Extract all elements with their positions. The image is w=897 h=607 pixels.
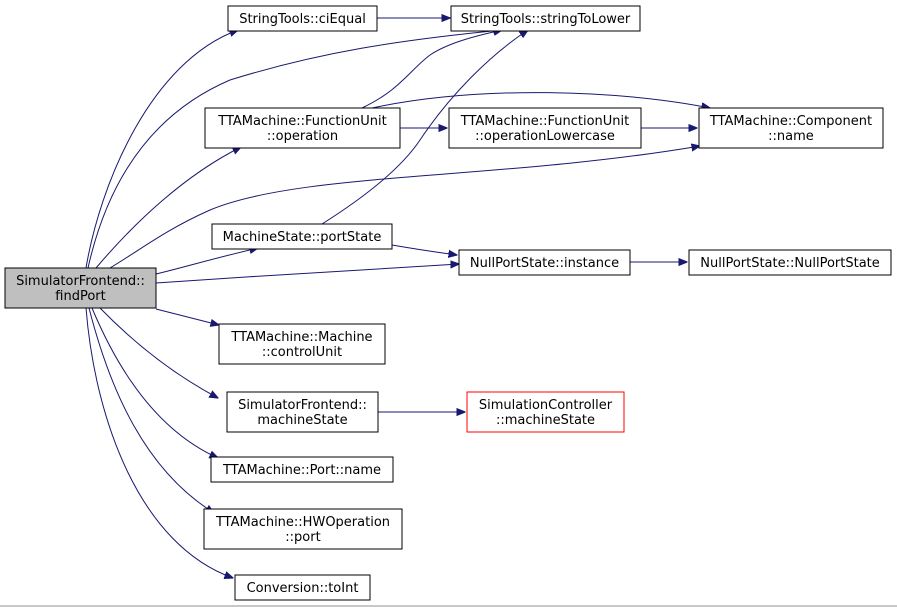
node-label: TTAMachine::Port::name <box>222 463 381 478</box>
edge-findPort-to-componentName <box>109 146 700 269</box>
node-box <box>227 5 378 32</box>
node-controlUnit[interactable]: TTAMachine::Machine::controlUnit <box>218 323 386 365</box>
edge-findPort-to-controlUnit <box>155 308 219 325</box>
node-label: TTAMachine::Machine <box>230 330 372 345</box>
node-label: TTAMachine::FunctionUnit <box>217 114 386 129</box>
edge-findPort-to-sfMachineState <box>99 307 218 398</box>
node-fuOpLower[interactable]: TTAMachine::FunctionUnit::operationLower… <box>448 107 642 149</box>
node-label: ::operationLowercase <box>475 129 615 144</box>
node-portState[interactable]: MachineState::portState <box>211 223 393 250</box>
edge-findPort-to-fuOperation <box>95 147 241 269</box>
node-stringToLower[interactable]: StringTools::stringToLower <box>450 5 641 32</box>
node-label: ::machineState <box>496 413 595 428</box>
node-sfMachineState[interactable]: SimulatorFrontend::machineState <box>226 391 379 433</box>
node-findPort[interactable]: SimulatorFrontend::findPort <box>4 267 157 309</box>
node-label: ::controlUnit <box>262 345 342 360</box>
edge-portState-to-stringToLower <box>321 30 528 225</box>
edge-findPort-to-npsInstance <box>155 264 459 284</box>
edge-findPort-to-ciEqual <box>85 30 238 269</box>
node-label: ::operation <box>267 129 338 144</box>
node-ciEqual[interactable]: StringTools::ciEqual <box>227 5 378 32</box>
node-label: findPort <box>55 289 105 304</box>
edge-findPort-to-hwPort <box>88 307 214 513</box>
node-box <box>211 223 393 250</box>
node-label: SimulatorFrontend:: <box>16 274 145 289</box>
node-componentName[interactable]: TTAMachine::Component::name <box>698 107 884 149</box>
edge-layer <box>85 18 710 578</box>
node-box <box>688 249 892 276</box>
node-label: NullPortState::instance <box>470 256 619 271</box>
node-box <box>450 5 641 32</box>
node-label: TTAMachine::Component <box>709 114 872 129</box>
node-box <box>4 267 157 309</box>
node-label: machineState <box>257 413 347 428</box>
node-label: MachineState::portState <box>223 230 382 245</box>
node-label: SimulatorFrontend:: <box>238 398 367 413</box>
node-hwPort[interactable]: TTAMachine::HWOperation::port <box>203 508 403 550</box>
edge-findPort-to-portName <box>91 307 218 458</box>
node-label: TTAMachine::FunctionUnit <box>460 114 629 129</box>
node-fuOperation[interactable]: TTAMachine::FunctionUnit::operation <box>204 107 401 149</box>
node-scMachineState[interactable]: SimulationController::machineState <box>466 391 625 433</box>
node-box <box>458 249 631 276</box>
node-box <box>210 456 394 483</box>
node-box <box>698 107 884 149</box>
node-box <box>234 574 371 601</box>
node-label: NullPortState::NullPortState <box>700 256 880 271</box>
node-label: TTAMachine::HWOperation <box>215 515 390 530</box>
node-box <box>203 508 403 550</box>
edge-fuOperation-to-componentName <box>371 92 710 108</box>
node-label: SimulationController <box>479 398 613 413</box>
bottom-divider <box>0 605 897 607</box>
node-label: ::name <box>768 129 814 144</box>
node-box <box>204 107 401 149</box>
node-toInt[interactable]: Conversion::toInt <box>234 574 371 601</box>
node-label: StringTools::stringToLower <box>461 12 631 27</box>
node-npsCtor[interactable]: NullPortState::NullPortState <box>688 249 892 276</box>
edge-fuOperation-to-stringToLower <box>361 30 502 109</box>
node-npsInstance[interactable]: NullPortState::instance <box>458 249 631 276</box>
edge-findPort-to-portState <box>155 248 258 275</box>
node-label: StringTools::ciEqual <box>239 12 366 27</box>
node-box <box>466 391 625 433</box>
node-box <box>218 323 386 365</box>
node-label: Conversion::toInt <box>247 581 359 596</box>
edge-portState-to-npsInstance <box>391 244 457 255</box>
node-box <box>448 107 642 149</box>
node-label: ::port <box>285 530 320 545</box>
node-portName[interactable]: TTAMachine::Port::name <box>210 456 394 483</box>
node-box <box>226 391 379 433</box>
edge-findPort-to-stringToLower <box>87 30 502 269</box>
node-layer: SimulatorFrontend::findPort StringTools::… <box>4 5 892 601</box>
edge-findPort-to-toInt <box>85 307 233 578</box>
